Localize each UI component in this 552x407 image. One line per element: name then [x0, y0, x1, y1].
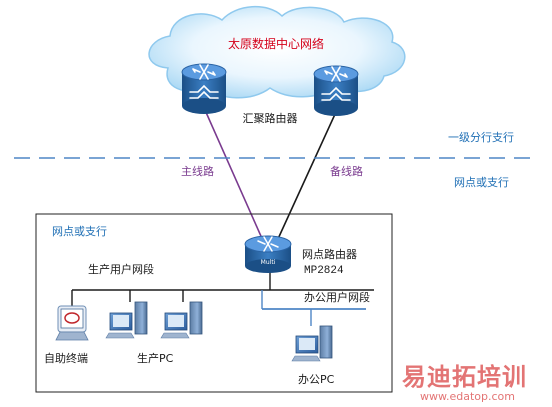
aggregation-router-left [181, 63, 227, 114]
tier-level1-label: 一级分行支行 [448, 131, 514, 144]
production-segment-label: 生产用户网段 [88, 262, 154, 276]
aggregation-router-right [313, 65, 359, 116]
cloud-label: 太原数据中心网络 [228, 36, 324, 51]
production-pc-icon-2 [160, 301, 203, 339]
kiosk-icon [55, 305, 89, 341]
router-badge: Multi [261, 259, 276, 266]
aggregation-router-label: 汇聚路由器 [243, 111, 298, 125]
outlet-router-label: 网点路由器 [302, 247, 357, 261]
main-line-link [204, 109, 269, 253]
production-pc-icon-1 [105, 301, 148, 339]
watermark-url: www.edatop.com [420, 390, 515, 403]
backup-line-link [271, 111, 337, 253]
main-line-label: 主线路 [181, 164, 214, 178]
kiosk-label: 自助终端 [44, 351, 88, 365]
office-pc-label: 办公PC [298, 373, 335, 386]
watermark-brand: 易迪拓培训 [402, 363, 527, 391]
production-pc-label: 生产PC [137, 351, 174, 365]
watermark: 易迪拓培训 www.edatop.com [402, 363, 527, 403]
office-pc-icon [291, 325, 333, 362]
outlet-box [35, 213, 393, 393]
outlet-box-title: 网点或支行 [52, 225, 107, 238]
office-segment-label: 办公用户网段 [304, 290, 370, 304]
backup-line-label: 备线路 [330, 164, 363, 178]
outlet-router: Multi [244, 235, 292, 273]
tier-outlet-label: 网点或支行 [454, 176, 509, 189]
outlet-router-model: MP2824 [304, 265, 344, 277]
